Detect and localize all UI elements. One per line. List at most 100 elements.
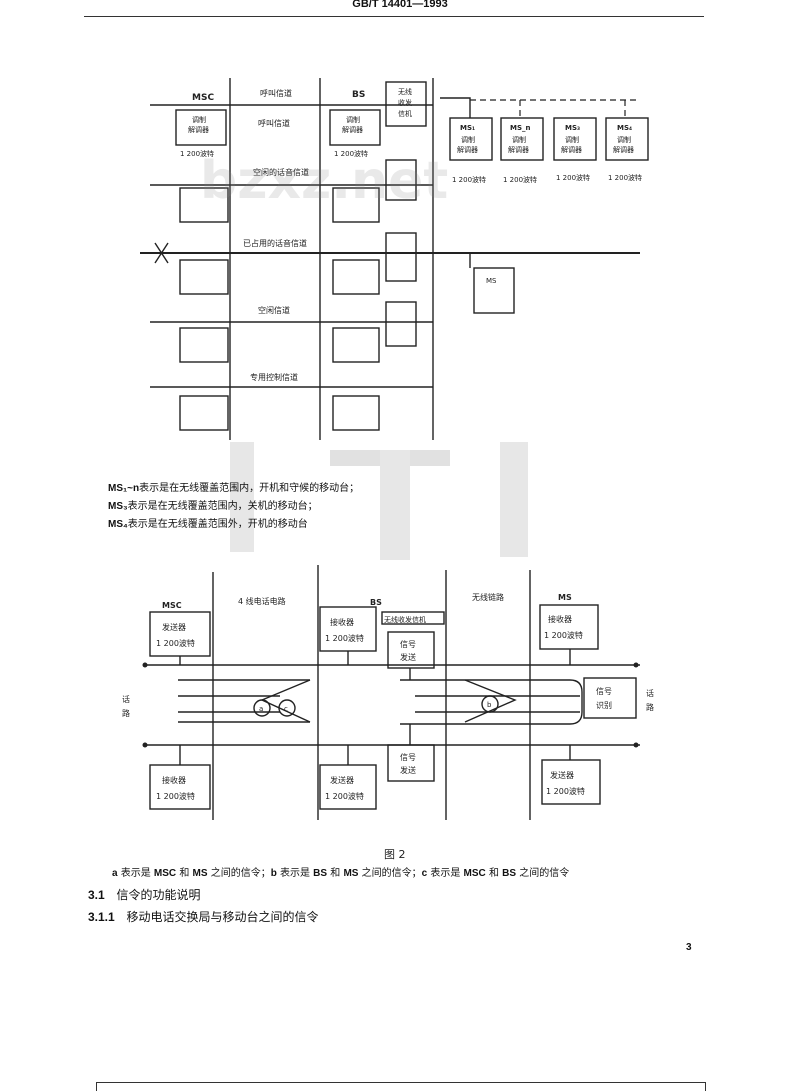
- fig1-col-bs: BS: [352, 90, 365, 100]
- section-title: 移动电话交换局与移动台之间的信令: [126, 910, 319, 924]
- ms3-id: MS₃: [565, 124, 580, 132]
- fig2-radio-unit: 无线收发信机: [384, 615, 426, 624]
- fig2-caption: 图 2: [384, 848, 406, 861]
- note-text: 表示是: [427, 868, 464, 879]
- ms-tx-2: 1 200波特: [546, 786, 585, 796]
- bs-modem-2: 解调器: [342, 125, 363, 134]
- watermark-blocks: [200, 442, 560, 570]
- ms-single: MS: [486, 277, 497, 285]
- fig1-ch-idle2: 空闲信道: [258, 305, 290, 315]
- note-text: 之间的信令；: [358, 868, 422, 879]
- note-sym: BS: [502, 868, 517, 879]
- note-sym: MS₁~n: [108, 483, 140, 494]
- section-title: 信令的功能说明: [116, 888, 201, 902]
- ms4-rate: 1 200波特: [608, 173, 642, 182]
- note-text: 表示是在无线覆盖范围外，开机的移动台: [127, 519, 308, 530]
- msc-tx-1: 发送器: [162, 622, 186, 632]
- fig2-note: a 表示是 MSC 和 MS 之间的信令；b 表示是 BS 和 MS 之间的信令…: [112, 865, 732, 883]
- mark-c: c: [284, 705, 288, 713]
- fig2-link-wire: 4 线电话电路: [238, 596, 286, 606]
- fig2-col-bs: BS: [370, 598, 382, 607]
- bs-tx-1: 发送器: [330, 775, 354, 785]
- note-text: 和: [176, 868, 193, 879]
- header-rule: [84, 16, 704, 17]
- note-text: 表示是在无线覆盖范围内，开机和守候的移动台；: [139, 483, 360, 494]
- bs-rx-1: 接收器: [330, 617, 354, 627]
- fig1-ch-call2: 呼叫信道: [258, 118, 290, 128]
- fig1-ch-dedicated: 专用控制信道: [250, 372, 298, 382]
- fig1-notes: MS₁~n表示是在无线覆盖范围内，开机和守候的移动台； MS₃表示是在无线覆盖范…: [108, 480, 608, 534]
- bs-rx-2: 1 200波特: [325, 633, 364, 643]
- sig-send-top-2: 发送: [400, 652, 416, 662]
- note-sym: BS: [313, 868, 328, 879]
- note-text: 表示是在无线覆盖范围内，关机的移动台；: [127, 501, 318, 512]
- section-number: 3.1: [88, 888, 105, 902]
- note-text: 和: [485, 868, 503, 879]
- bs-rate: 1 200波特: [334, 149, 368, 158]
- fig2-col-ms: MS: [558, 593, 572, 602]
- radio-tx-3: 信机: [398, 109, 412, 118]
- section-3-1-1: 3.1.1 移动电话交换局与移动台之间的信令: [88, 908, 319, 925]
- ms1-rate: 1 200波特: [452, 175, 486, 184]
- ms1-l2: 解调器: [457, 145, 478, 154]
- msc-tx-2: 1 200波特: [156, 638, 195, 648]
- right-side-2: 路: [646, 702, 654, 712]
- note-sym: MS₃: [108, 501, 128, 512]
- page-number: 3: [686, 942, 692, 953]
- note-text: 和: [327, 868, 344, 879]
- note-text: 之间的信令；: [207, 868, 271, 879]
- ms4-id: MS₄: [617, 124, 632, 132]
- mark-b: b: [487, 701, 492, 709]
- msc-modem-1: 调制: [192, 115, 206, 124]
- msc-rate: 1 200波特: [180, 149, 214, 158]
- ms3-l1: 调制: [565, 135, 579, 144]
- note-sym: c: [421, 868, 428, 879]
- note-sym: MS₄: [108, 519, 128, 530]
- msc-rx-2: 1 200波特: [156, 791, 195, 801]
- left-side-2: 路: [122, 708, 130, 718]
- fig1-col-msc: MSC: [192, 93, 214, 103]
- right-side-1: 话: [646, 688, 654, 698]
- radio-tx-1: 无线: [398, 87, 412, 96]
- sig-recv-2: 识别: [596, 701, 612, 710]
- note-text: 表示是: [117, 868, 154, 879]
- footer-frame: [96, 1082, 706, 1091]
- ms3-l2: 解调器: [561, 145, 582, 154]
- note-sym: b: [270, 868, 277, 879]
- note-sym: MSC: [153, 868, 177, 879]
- ms1-id: MS₁: [460, 124, 475, 132]
- note-row: MS₄表示是在无线覆盖范围外，开机的移动台: [108, 516, 608, 534]
- msn-l2: 解调器: [508, 145, 529, 154]
- msn-id: MS_n: [510, 124, 531, 132]
- bs-tx-2: 1 200波特: [325, 791, 364, 801]
- note-row: MS₁~n表示是在无线覆盖范围内，开机和守候的移动台；: [108, 480, 608, 498]
- bs-modem-1: 调制: [346, 115, 360, 124]
- fig2-link-radio: 无线链路: [472, 592, 504, 602]
- note-sym: a: [112, 868, 118, 879]
- ms1-l1: 调制: [461, 135, 475, 144]
- msc-modem-2: 解调器: [188, 125, 209, 134]
- ms4-l2: 解调器: [613, 145, 634, 154]
- radio-tx-2: 收发: [398, 98, 412, 107]
- note-sym: MSC: [463, 868, 486, 879]
- note-row: MS₃表示是在无线覆盖范围内，关机的移动台；: [108, 498, 608, 516]
- fig1-ch-idle: 空闲的话音信道: [253, 167, 309, 177]
- sig-send-bot-1: 信号: [400, 752, 416, 762]
- sig-recv-1: 信号: [596, 686, 612, 696]
- svg-text:bzxz.net: bzxz.net: [200, 151, 448, 210]
- section-number: 3.1.1: [88, 910, 115, 924]
- msc-rx-1: 接收器: [162, 775, 186, 785]
- mark-a: a: [259, 705, 263, 713]
- fig2-col-msc: MSC: [162, 601, 182, 610]
- note-sym: MS: [343, 868, 359, 879]
- note-sym: MS: [192, 868, 208, 879]
- fig1-ch-call: 呼叫信道: [260, 88, 292, 98]
- sig-send-bot-2: 发送: [400, 765, 416, 775]
- ms-rx-2: 1 200波特: [544, 630, 583, 640]
- fig1-ch-busy: 已占用的话音信道: [243, 238, 307, 248]
- figure-2: MSC BS MS 4 线电话电路 无线链路 无线收发信机 发送器 1 200波…: [122, 565, 654, 861]
- section-3-1: 3.1 信令的功能说明: [88, 886, 201, 903]
- figure-1: MSC BS 呼叫信道 呼叫信道 空闲的话音信道 已占用的话音信道 空闲信道 专…: [140, 78, 649, 440]
- ms-rx-1: 接收器: [548, 614, 572, 624]
- note-text: 表示是: [276, 868, 314, 879]
